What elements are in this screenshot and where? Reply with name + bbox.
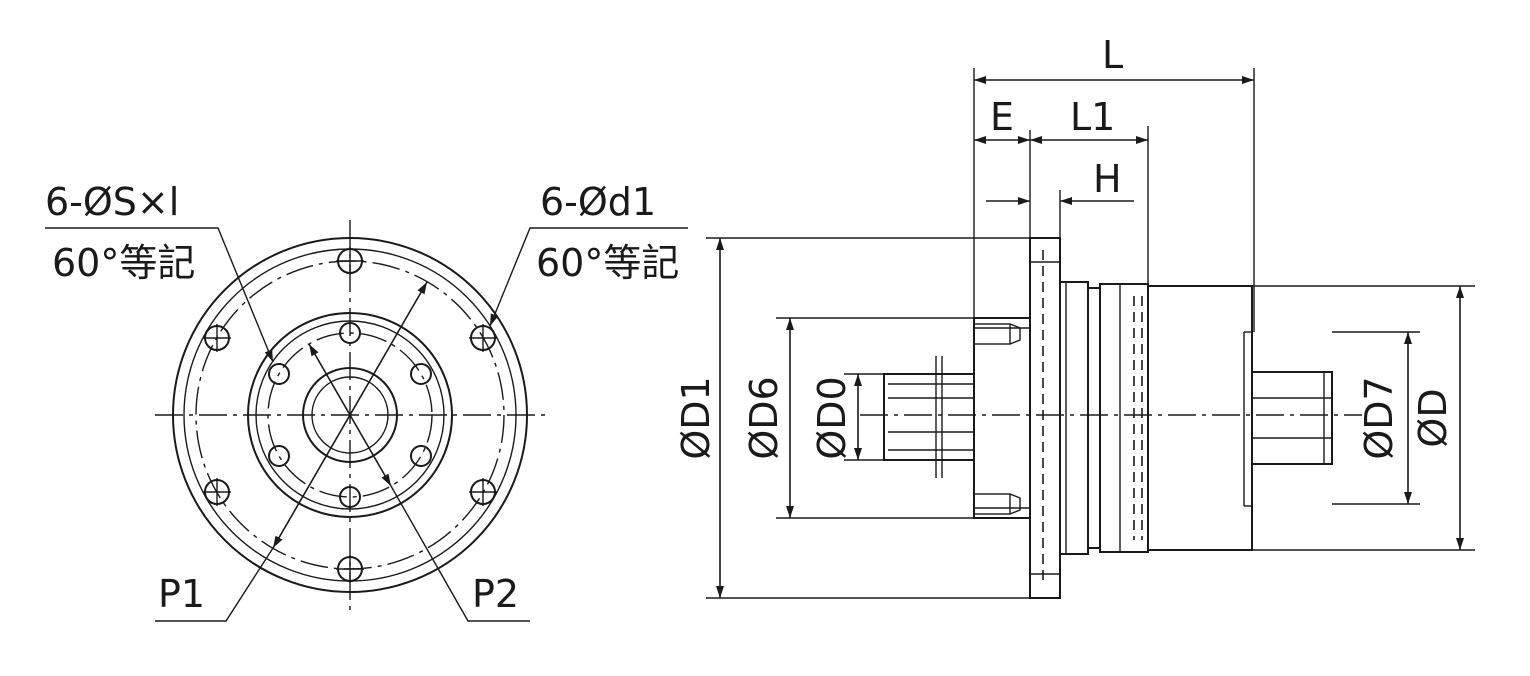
dim-d7-label: ØD7 — [1357, 376, 1401, 459]
outer-bolt-holes — [203, 247, 497, 583]
tapped-hole — [410, 363, 432, 385]
hole-s-label: 6-ØS×l — [45, 180, 179, 224]
hole-d1-pitch-label: 60°等記 — [536, 241, 679, 285]
dim-l-label: L — [1102, 33, 1123, 77]
housing-groove — [1087, 287, 1101, 549]
main-housing — [1099, 283, 1149, 553]
tapped-hole — [268, 445, 290, 467]
mounting-screw-bottom — [973, 493, 1021, 515]
flange — [1029, 237, 1061, 599]
adapter-plate — [973, 317, 1031, 519]
dim-d-label: ØD — [1411, 388, 1455, 447]
input-shaft — [883, 373, 975, 461]
p2-leader — [390, 485, 530, 622]
dim-e-label: E — [990, 95, 1014, 139]
hole-d1-leader — [489, 227, 688, 327]
output-shaft — [1251, 371, 1333, 465]
dim-l1-label: L1 — [1070, 95, 1115, 139]
hole-s-leader — [45, 227, 274, 363]
side-view: L E L1 H ØD1 ØD6 ØD0 ØD7 ØD — [674, 33, 1475, 599]
front-view: 6-ØS×l 60°等記 6-Ød1 60°等記 P1 P2 — [45, 180, 688, 622]
hole-s-pitch-label: 60°等記 — [52, 241, 195, 285]
dim-d1-label: ØD1 — [674, 376, 718, 459]
dim-d0-label: ØD0 — [810, 376, 854, 459]
p2-label: P2 — [472, 572, 519, 616]
mounting-screw-top — [973, 323, 1021, 345]
dim-h-label: H — [1093, 157, 1122, 201]
p1-label: P1 — [158, 572, 205, 616]
dim-d6-label: ØD6 — [742, 376, 786, 459]
p1-leader — [155, 547, 274, 622]
output-body — [1147, 285, 1253, 551]
tapped-hole — [410, 445, 432, 467]
hole-d1-label: 6-Ød1 — [540, 180, 656, 224]
p2-dimension-line — [308, 343, 392, 487]
flange-neck — [1059, 281, 1089, 555]
